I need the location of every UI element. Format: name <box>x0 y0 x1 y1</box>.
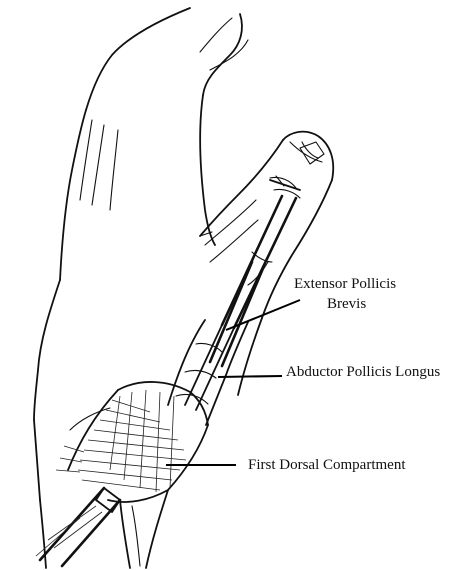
hand-outline <box>34 8 248 568</box>
thumb-outline <box>200 132 333 395</box>
leader-apl <box>218 376 282 377</box>
forearm-tissue <box>36 488 168 568</box>
leader-epb <box>226 300 300 330</box>
tendon-apl <box>185 262 264 410</box>
labels: Extensor Pollicis Brevis Abductor Pollic… <box>248 276 440 473</box>
first-dorsal-compartment <box>56 382 208 502</box>
label-epb-line1: Extensor Pollicis <box>294 276 396 292</box>
label-first-dorsal: First Dorsal Compartment <box>248 457 406 473</box>
leader-lines <box>166 300 300 465</box>
label-apl: Abductor Pollicis Longus <box>286 364 440 380</box>
label-epb-line2: Brevis <box>327 296 366 312</box>
